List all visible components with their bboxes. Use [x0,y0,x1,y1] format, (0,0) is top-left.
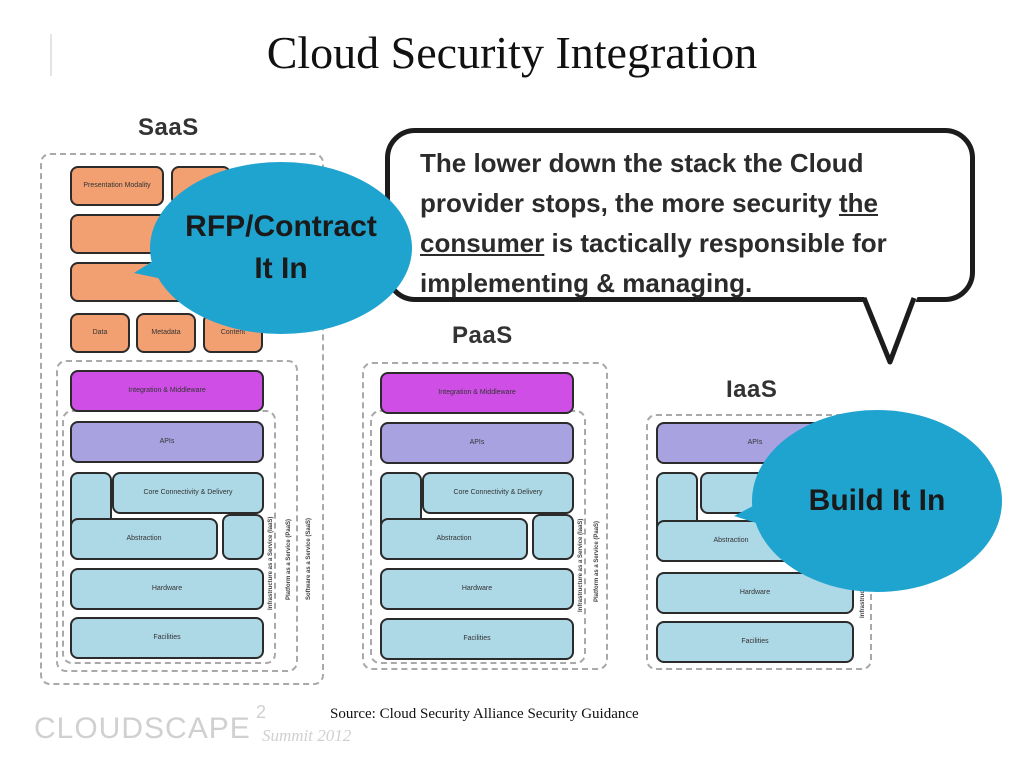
saas-facilities-block: Facilities [70,617,264,659]
callout-bubble: The lower down the stack the Cloud provi… [385,128,975,302]
callout-line-2: provider stops, the more security the [420,188,879,218]
callout-line-1: The lower down the stack the Cloud [420,148,864,178]
saas-data-block: Data [70,313,130,353]
saas-hardware-block: Hardware [70,568,264,610]
callout-tail [861,296,918,365]
iaas-label: IaaS [726,376,778,403]
build-oval-pointer [734,496,772,528]
iaas-side-label: Infrastruc [860,590,866,618]
paas-apis-block: APIs [380,422,574,464]
saas-metadata-block: Metadata [136,313,196,353]
paas-label: PaaS [452,322,513,349]
saas-label: SaaS [138,114,199,141]
cloudscape-logo-superscript: 2 [256,702,267,722]
saas-container [40,153,324,685]
saas-side-label-paas: Platform as a Service (PaaS) [286,518,292,600]
paas-core-block: Core Connectivity & Delivery [422,472,574,514]
saas-side-label-iaas: Infrastructure as a Service (IaaS) [268,516,274,610]
saas-core-right-block [222,514,264,560]
slide-title: Cloud Security Integration [266,27,758,78]
paas-facilities-block: Facilities [380,618,574,660]
cloudscape-logo-subtitle: Summit 2012 [262,726,352,745]
cloudscape-logo: CLOUDSCAPE [34,712,251,745]
paas-integration-block: Integration & Middleware [380,372,574,414]
paas-side-label-iaas: Infrastructure as a Service (IaaS) [578,518,584,612]
source-citation: Source: Cloud Security Alliance Security… [330,706,639,722]
saas-presentation-block: Presentation Modality [70,166,164,206]
rfp-oval-line-1: RFP/Contract [185,210,377,243]
saas-side-label-saas: Software as a Service (SaaS) [306,517,312,600]
saas-paas-container [56,360,298,672]
iaas-facilities-block: Facilities [656,621,854,663]
saas-apis-block: APIs [70,421,264,463]
paas-abstraction-block: Abstraction [380,518,528,560]
paas-side-label-paas: Platform as a Service (PaaS) [594,520,600,602]
saas-core-block: Core Connectivity & Delivery [112,472,264,514]
rfp-oval-line-2: It In [254,252,308,285]
rfp-contract-oval: RFP/Contract It In [150,162,412,334]
title-divider [50,34,52,76]
callout-line-3: consumer is tactically responsible for [420,228,887,258]
saas-abstraction-block: Abstraction [70,518,218,560]
paas-core-right-block [532,514,574,560]
paas-container [362,362,608,670]
saas-integration-block: Integration & Middleware [70,370,264,412]
paas-hardware-block: Hardware [380,568,574,610]
rfp-oval-pointer [134,249,172,281]
iaas-hardware-block: Hardware [656,572,854,614]
build-it-in-oval: Build It In [752,410,1002,592]
callout-line-4: implementing & managing. [420,268,753,298]
